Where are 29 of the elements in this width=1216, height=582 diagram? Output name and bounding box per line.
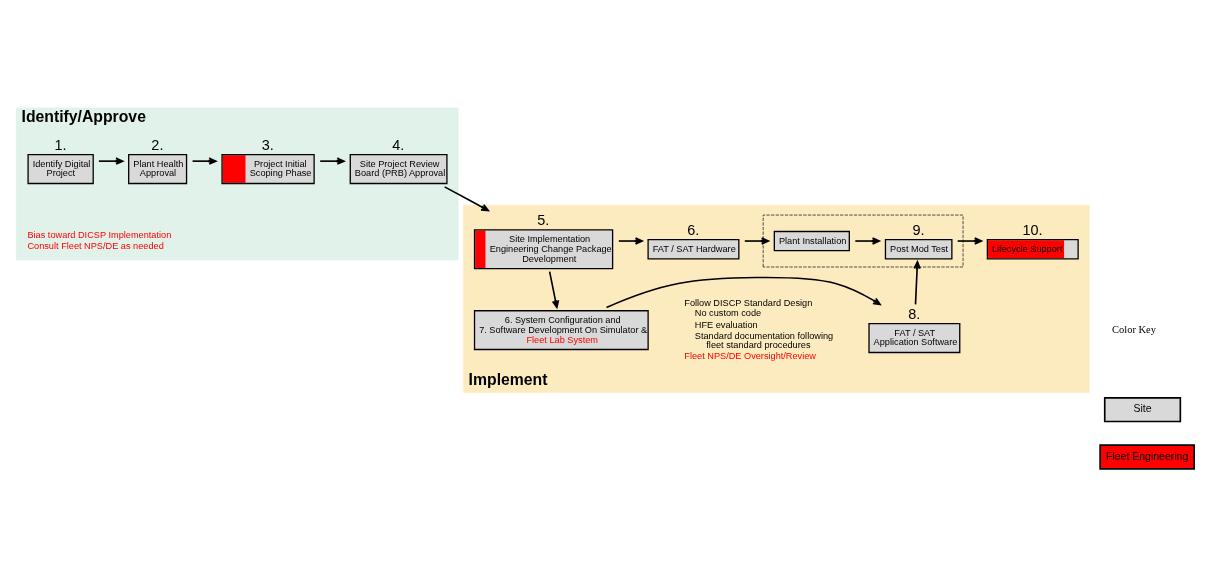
node-label: Consult Fleet NPS/DE as needed (27, 241, 164, 252)
node-label: 9. (912, 221, 925, 238)
arrow (956, 237, 983, 245)
arrow (548, 270, 560, 309)
arrow (605, 276, 881, 309)
arrow (913, 261, 921, 306)
node-label: Follow DISCP Standard Design (684, 297, 813, 308)
node-label: 3. (261, 136, 274, 153)
arrow (443, 186, 490, 212)
node-label: Fleet NPS/DE Oversight/Review (684, 351, 816, 362)
node-label: Bias toward DICSP Implementation (27, 229, 172, 240)
arrow (618, 237, 643, 245)
node-label: 8. (908, 305, 921, 322)
node-label: 4. (392, 136, 405, 153)
arrow (98, 157, 124, 165)
legend-label: Site (1133, 402, 1152, 415)
arrow (191, 157, 217, 165)
node-label: Standard documentation following fleet standard procedures (694, 330, 834, 350)
node-label: 6. (687, 221, 700, 238)
node-label: 2. (151, 136, 164, 153)
node-label: HFE evaluation (694, 319, 758, 330)
node-label: No custom code (694, 308, 762, 319)
node-label: 10. (1022, 221, 1043, 238)
legend-label: Fleet Engineering (1105, 449, 1189, 462)
arrow (743, 237, 770, 245)
label: Color Key (1111, 323, 1157, 335)
node-label: 5. (537, 211, 550, 228)
arrow (854, 237, 880, 245)
node-label: 1. (54, 136, 67, 153)
